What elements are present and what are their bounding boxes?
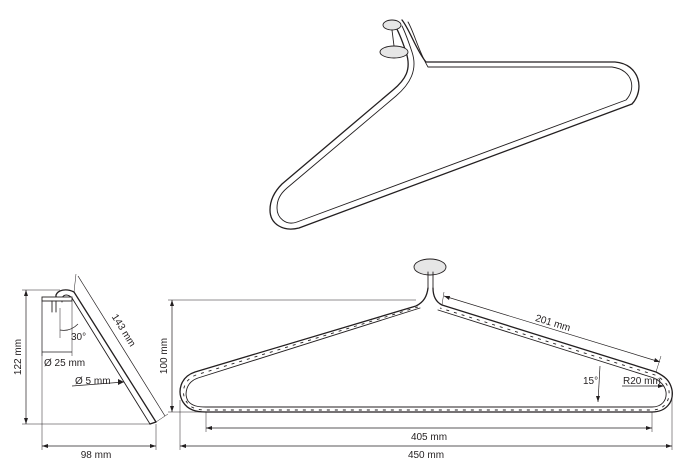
side-angle-arc xyxy=(59,323,79,331)
perspective-disc-top xyxy=(382,19,402,31)
front-disc xyxy=(413,258,447,276)
front-hanger-inner xyxy=(185,307,667,408)
perspective-disc-stem xyxy=(391,29,395,47)
front-label-405: 405 mm xyxy=(411,432,447,443)
perspective-hanger-inner xyxy=(276,21,633,224)
perspective-disc-bottom xyxy=(379,45,409,59)
side-label-30: 30° xyxy=(71,332,86,343)
side-label-98: 98 mm xyxy=(81,450,112,461)
side-label-25: Ø 25 mm xyxy=(44,358,85,369)
side-label-143: 143 mm xyxy=(109,312,137,348)
front-dim-201-line xyxy=(443,295,661,363)
front-label-450: 450 mm xyxy=(408,450,444,461)
front-label-201: 201 mm xyxy=(534,313,572,334)
side-view: 143 mm 30° Ø 25 mm Ø 5 mm 122 mm 98 mm xyxy=(13,273,169,461)
side-dim-5-leader xyxy=(71,381,125,387)
perspective-view xyxy=(269,19,640,230)
side-label-122: 122 mm xyxy=(13,339,24,375)
front-hanger-outer xyxy=(179,287,673,413)
front-label-100: 100 mm xyxy=(159,338,170,374)
front-label-15: 15° xyxy=(583,376,598,387)
side-hanger-wire-outer xyxy=(55,289,157,423)
side-label-5: Ø 5 mm xyxy=(75,376,111,387)
front-label-r20: R20 mm xyxy=(623,376,661,387)
side-wire-end xyxy=(149,421,157,425)
perspective-hanger-outer xyxy=(269,19,640,230)
front-hanger-centerline xyxy=(183,306,670,411)
side-dim-143-line xyxy=(77,275,166,417)
side-disc-edge xyxy=(41,296,73,302)
front-view: 100 mm 201 mm 15° R20 mm 405 mm 450 mm xyxy=(159,258,673,461)
